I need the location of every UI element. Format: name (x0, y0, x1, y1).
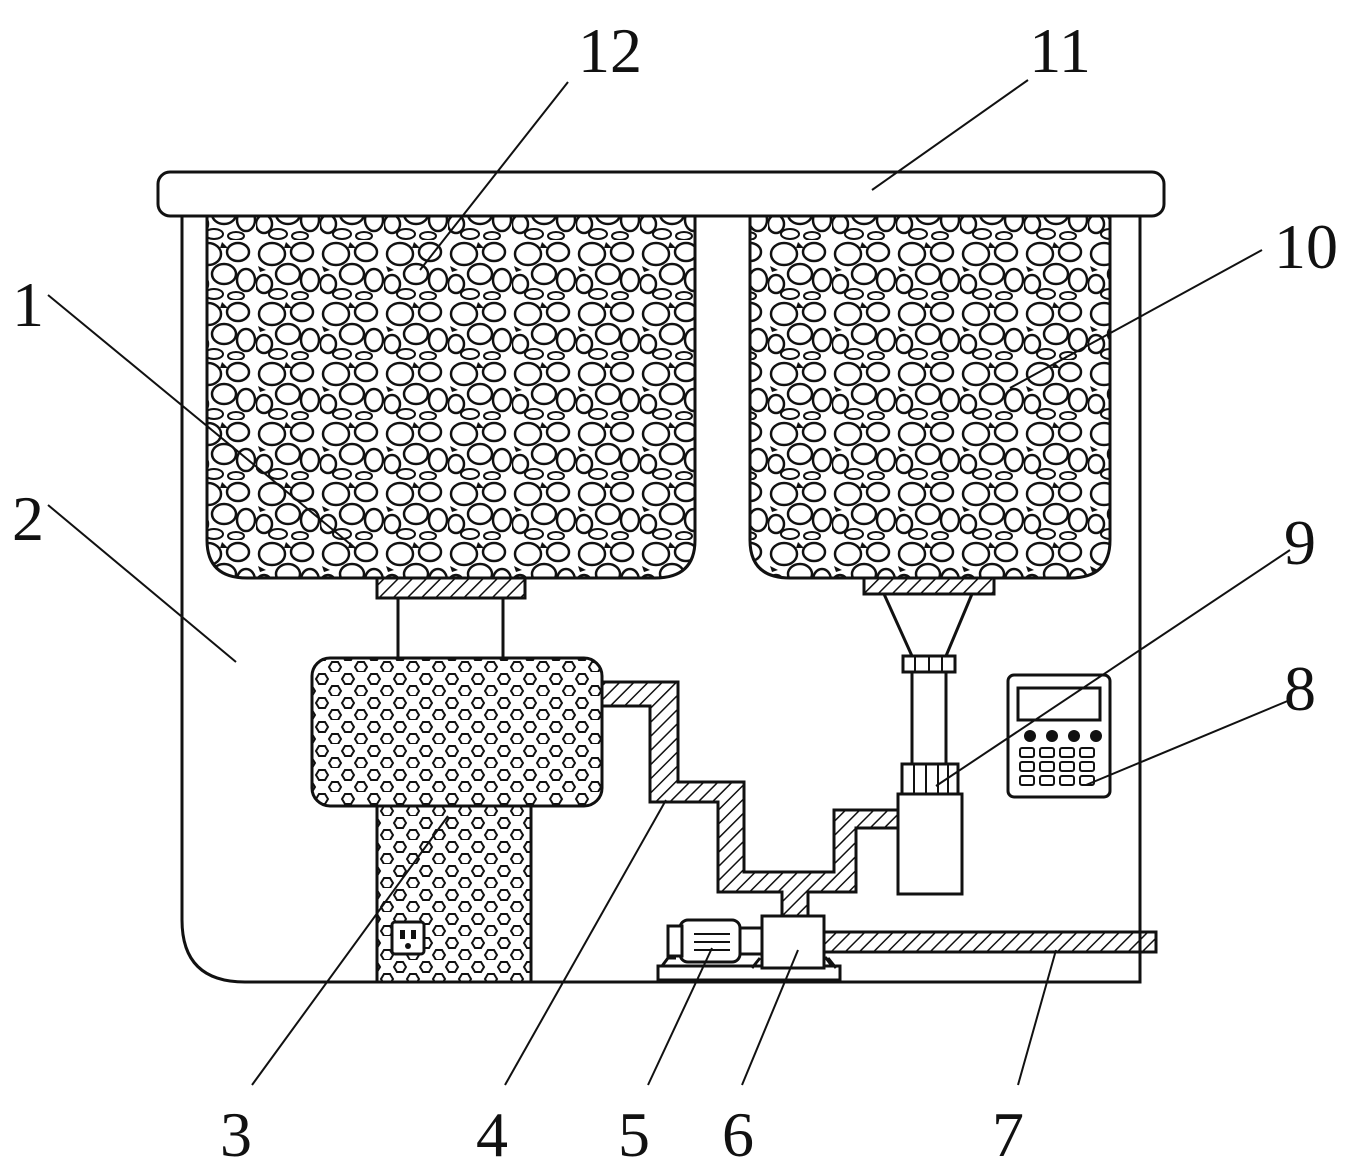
label-9: 9 (1284, 507, 1316, 578)
housing-body (180, 215, 1142, 984)
label-8: 8 (1284, 653, 1316, 724)
vertical-pipe (910, 670, 948, 766)
pump-cylinder (896, 792, 964, 896)
zigzag-pipe (600, 680, 900, 918)
outlet-pipe (822, 930, 1158, 954)
right-filter-tank (748, 214, 1112, 580)
label-1: 1 (12, 269, 44, 340)
funnel (882, 593, 974, 657)
label-12: 12 (578, 15, 642, 86)
leader-lines (47, 79, 1291, 1086)
label-4: 4 (476, 1099, 508, 1166)
label-5: 5 (618, 1099, 650, 1166)
label-7: 7 (992, 1099, 1024, 1166)
right-outlet-block (862, 576, 996, 596)
left-filter-tank (205, 214, 697, 580)
top-cover (156, 170, 1166, 218)
pump-unit (760, 914, 826, 970)
left-outlet-block (375, 576, 527, 600)
pipe-coupling (900, 762, 960, 796)
label-2: 2 (12, 483, 44, 554)
label-11: 11 (1029, 15, 1091, 86)
label-6: 6 (722, 1099, 754, 1166)
socket (390, 920, 426, 956)
label-10: 10 (1274, 211, 1338, 282)
label-3: 3 (220, 1099, 252, 1166)
filter-cartridge-head (310, 656, 604, 808)
filter-cartridge-column (375, 804, 533, 984)
